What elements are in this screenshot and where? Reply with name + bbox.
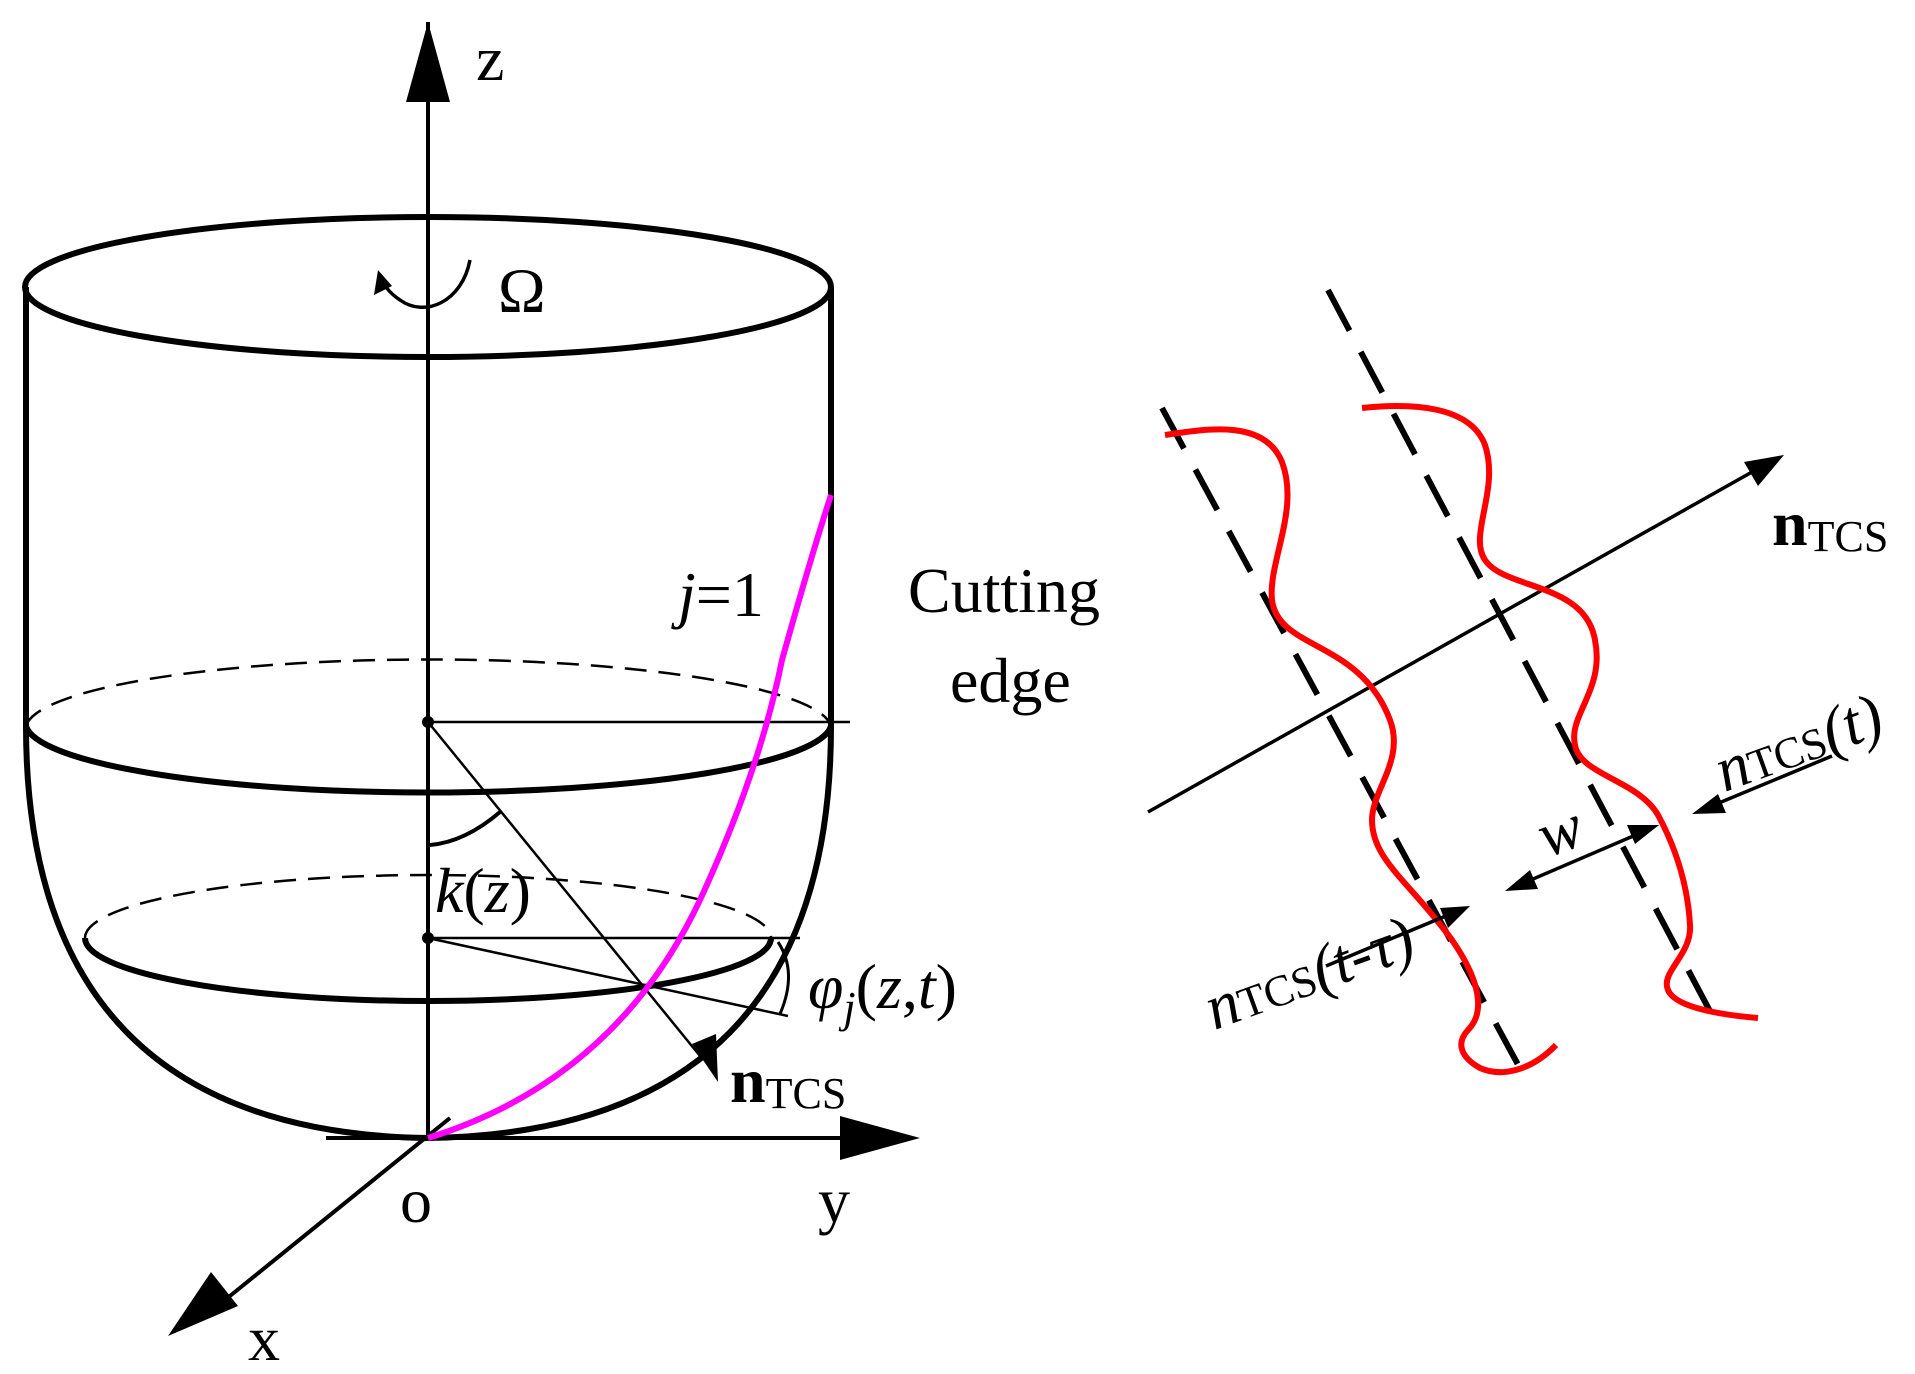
construction-lines [422,716,850,1082]
n-t-label: nTCS(t) [1705,679,1892,805]
w-label: w [1528,790,1593,871]
omega-label: Ω [498,255,546,326]
flute-j: j [671,559,696,630]
surface-detail [1147,288,1833,1076]
phi-label: φj(z,t) [808,951,957,1032]
normal-right-sub: TCS [1808,512,1889,561]
cutting-edge-label-1: Cutting [908,555,1100,626]
surface-previous [1164,426,1559,1076]
w-arrowhead-left [1505,870,1538,891]
flute-eq: =1 [696,559,764,630]
n-t-sub: TCS [1741,717,1834,791]
phi-angle-arc [776,941,790,1015]
normal-arrowhead-right [1744,455,1784,486]
normal-right-n: n [1772,488,1808,559]
normal-left-n: n [730,1045,766,1116]
normal-label-right: nTCS [1772,488,1888,561]
nominal-path-previous [1159,406,1525,1074]
x-axis-arrowhead [168,1272,238,1336]
k-label: k(z) [435,855,531,926]
cutting-edge-curve [427,494,834,1141]
n-t-arrow-line [1701,754,1833,812]
phi-close: ) [936,951,957,1022]
phi-line [427,936,789,1018]
z-axis-arrowhead [406,22,450,102]
w-dimension-line [1511,826,1653,890]
lower-center-dot [422,932,434,944]
cutting-edge-label-2: edge [950,645,1071,716]
y-axis-arrowhead [840,1116,920,1160]
n-ttau-arg: (t-τ) [1301,902,1424,1005]
n-ttau-arrowhead [1440,906,1470,928]
upper-center-dot [422,716,434,728]
w-arrowhead-right [1627,825,1659,844]
normal-line-left [427,721,701,1057]
phi-open: ( [856,951,877,1022]
n-t-arrowhead [1692,794,1726,814]
phi-t: t [918,951,938,1022]
normal-arrowhead-left [692,1034,718,1082]
phi-sub: j [838,983,855,1032]
k-angle-arc [429,810,502,847]
k-open: ( [463,855,484,926]
n-ttau-label: nTCS(t-τ) [1195,902,1424,1043]
x-axis [223,1116,452,1302]
n-ttau-arrow-line [1325,913,1449,968]
rotation-arrow [379,259,472,310]
phi-z: z [876,951,902,1022]
x-axis-label: x [248,1303,280,1374]
k-close: ) [510,855,531,926]
normal-label-left: nTCS [730,1045,846,1118]
n-ttau-sub: TCS [1231,955,1324,1029]
phi-main: φ [808,951,843,1022]
axes [168,22,920,1336]
flute-label: j=1 [671,559,764,630]
normal-left-sub: TCS [766,1069,847,1118]
normal-line-right [1147,470,1753,814]
z-axis-label: z [476,23,504,94]
origin-label: o [400,1165,432,1236]
rotation-arrowhead [374,270,392,295]
k-main: k [435,855,465,926]
phi-comma: , [902,951,918,1022]
y-axis-label: y [818,1165,850,1236]
k-var: z [484,855,510,926]
surface-current [1361,403,1759,1021]
